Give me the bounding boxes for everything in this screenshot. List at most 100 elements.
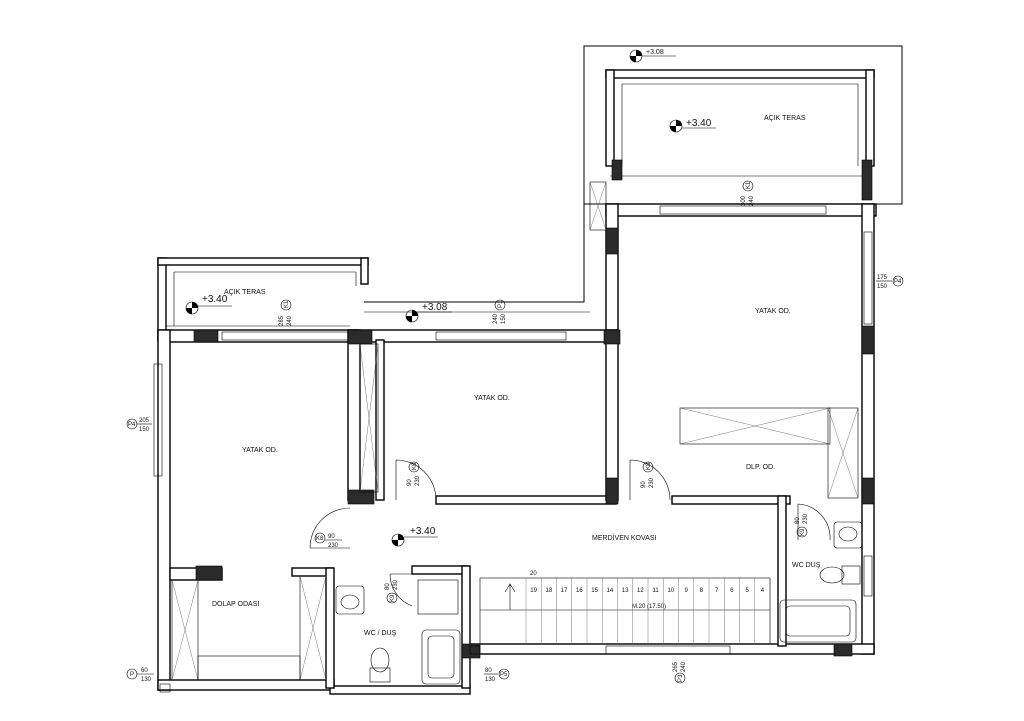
level-left-terrace-text: +3.40 bbox=[202, 294, 228, 305]
wall-left-bedroom-right bbox=[347, 329, 361, 501]
room-label-stair-hall: MERDİVEN KOVASI bbox=[592, 533, 656, 542]
shower-left bbox=[417, 579, 459, 615]
svg-text:240: 240 bbox=[287, 315, 293, 326]
wall-bottom-right bbox=[465, 643, 875, 655]
svg-text:K1: K1 bbox=[746, 181, 752, 189]
doors bbox=[309, 459, 831, 607]
stair-step-number: 9 bbox=[684, 588, 688, 594]
tag-p4-right: 175 150 P4 bbox=[876, 275, 904, 290]
svg-text:K8: K8 bbox=[316, 536, 324, 542]
column bbox=[193, 329, 219, 343]
tag-p4-left: P4 205 150 bbox=[126, 418, 152, 433]
wall-mid-bedroom-left bbox=[375, 339, 385, 501]
level-hall-text: +3.40 bbox=[410, 526, 436, 537]
top-terrace-parapet-right bbox=[865, 69, 875, 167]
level-marker-mid-corridor: +3.08 bbox=[405, 302, 452, 323]
stair-step-number: 4 bbox=[761, 588, 765, 594]
bathtub-left bbox=[421, 629, 461, 685]
svg-text:P4: P4 bbox=[894, 279, 902, 285]
columns bbox=[193, 159, 875, 659]
svg-text:230: 230 bbox=[649, 477, 655, 488]
tag-p1-mid: P1 240 150 bbox=[493, 299, 507, 324]
svg-text:240: 240 bbox=[493, 313, 499, 324]
stair-step-number: 13 bbox=[622, 588, 629, 594]
wall-mid-right bbox=[605, 329, 619, 501]
level-marker-left-terrace: +3.40 bbox=[185, 294, 232, 315]
toilet-left-tank bbox=[369, 667, 391, 683]
level-marker-top-terrace: +3.40 bbox=[669, 118, 716, 133]
toilet-right bbox=[819, 566, 845, 584]
stair-step-number: 7 bbox=[715, 588, 719, 594]
svg-text:K1: K1 bbox=[284, 300, 290, 308]
wardrobe-dlp-top bbox=[679, 407, 831, 445]
sink-left bbox=[335, 585, 365, 615]
tag-k9-wc-right: 80 230 K9 bbox=[795, 513, 809, 538]
svg-text:130: 130 bbox=[141, 677, 152, 683]
corridor-roof-outline bbox=[364, 204, 585, 303]
column bbox=[833, 643, 853, 657]
window-k1-left bbox=[221, 331, 349, 341]
room-label-wc-left: WC / DUŞ bbox=[364, 630, 397, 637]
stair-step-number: 11 bbox=[653, 588, 660, 594]
svg-text:265: 265 bbox=[673, 661, 679, 672]
svg-text:80: 80 bbox=[385, 583, 391, 590]
stair-step-number: 8 bbox=[700, 588, 704, 594]
window-k1-top bbox=[659, 205, 827, 215]
column bbox=[347, 489, 375, 505]
sink-right bbox=[833, 521, 863, 549]
svg-text:90: 90 bbox=[407, 479, 413, 486]
fixtures bbox=[335, 521, 863, 685]
level-top-terrace-text: +3.40 bbox=[686, 118, 712, 129]
room-label-terrace-left: AÇIK TERAS bbox=[224, 289, 266, 296]
svg-text:175: 175 bbox=[877, 275, 888, 281]
tag-k8-right: K8 90 230 bbox=[641, 461, 655, 488]
level-top-outer-text: +3.08 bbox=[646, 49, 664, 56]
svg-text:230: 230 bbox=[328, 543, 339, 549]
wardrobe-dolap-left bbox=[171, 579, 199, 681]
svg-text:240: 240 bbox=[681, 661, 687, 672]
svg-text:K9: K9 bbox=[800, 528, 806, 536]
svg-text:P3: P3 bbox=[678, 674, 684, 682]
room-label-bedroom-middle: YATAK OD. bbox=[474, 395, 510, 402]
tag-p5-bottom: 80 130 P5 bbox=[484, 668, 510, 683]
stair-step-number: 18 bbox=[546, 588, 553, 594]
svg-text:90: 90 bbox=[328, 534, 335, 540]
tag-k9-wc-left: 80 230 K9 bbox=[385, 579, 399, 604]
stair-step-number: 19 bbox=[530, 588, 537, 594]
stair-step-number: 6 bbox=[730, 588, 734, 594]
stair-top-step-label: 20 bbox=[530, 571, 537, 577]
svg-text:150: 150 bbox=[877, 284, 888, 290]
room-label-wc-right: WC DUŞ bbox=[792, 562, 821, 569]
svg-text:80: 80 bbox=[485, 668, 492, 674]
column bbox=[605, 477, 619, 505]
svg-text:150: 150 bbox=[501, 313, 507, 324]
room-label-dressing-right: DLP. OD. bbox=[746, 464, 775, 471]
column bbox=[611, 159, 623, 181]
stair-arrow bbox=[504, 583, 516, 610]
stair-step-number: 12 bbox=[637, 588, 644, 594]
level-marker-hall: +3.40 bbox=[391, 526, 438, 547]
svg-text:60: 60 bbox=[141, 668, 148, 674]
svg-text:K8: K8 bbox=[646, 462, 652, 470]
window-p4-left bbox=[153, 363, 163, 477]
door-wc-left bbox=[389, 573, 413, 607]
wall-wc-left-left bbox=[325, 567, 335, 689]
left-terrace-parapet-left bbox=[157, 257, 167, 341]
stair-step-number: 5 bbox=[745, 588, 749, 594]
column bbox=[605, 227, 619, 255]
tag-k8-mid: K8 90 230 bbox=[407, 461, 421, 486]
stair-step-number: 14 bbox=[607, 588, 614, 594]
door-dlp bbox=[629, 459, 671, 501]
door-mid-bedroom bbox=[395, 459, 437, 501]
tag-k8-hall: K8 90 230 bbox=[314, 532, 342, 549]
svg-text:P: P bbox=[130, 672, 134, 678]
closet-small bbox=[589, 181, 607, 231]
svg-text:230: 230 bbox=[393, 579, 399, 590]
svg-text:240: 240 bbox=[749, 195, 755, 206]
wall-bottom-left bbox=[157, 679, 335, 691]
column bbox=[603, 329, 621, 345]
wall-left bbox=[157, 329, 171, 691]
bathtub-right bbox=[779, 599, 857, 643]
